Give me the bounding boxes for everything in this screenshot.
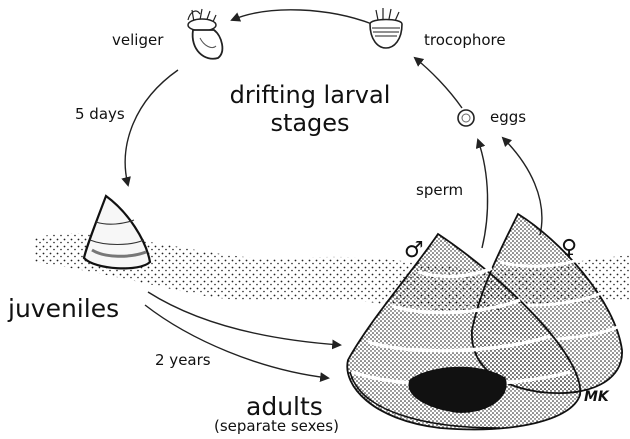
two-years-label: 2 years xyxy=(155,353,211,368)
trocophore-larva-illustration xyxy=(370,8,402,48)
eggs-label: eggs xyxy=(490,110,526,125)
title-line-2: stages xyxy=(215,110,405,138)
five-days-label: 5 days xyxy=(75,107,125,122)
arrow-trocophore-to-veliger xyxy=(232,10,372,24)
juvenile-snail-illustration xyxy=(84,196,150,268)
arrow-eggs-to-trocophore xyxy=(415,58,462,108)
egg-illustration xyxy=(458,110,474,126)
juveniles-label: juveniles xyxy=(8,296,119,321)
arrow-veliger-to-juvenile xyxy=(125,70,178,185)
veliger-larva-illustration xyxy=(188,9,222,59)
drifting-larval-stages-title: drifting larval stages xyxy=(215,82,405,137)
veliger-label: veliger xyxy=(112,33,163,48)
trocophore-label: trocophore xyxy=(424,33,506,48)
male-symbol: ♂ xyxy=(404,240,424,262)
female-symbol: ♀ xyxy=(561,238,577,260)
sperm-label: sperm xyxy=(416,183,463,198)
arrow-male-sperm xyxy=(478,140,488,248)
artist-signature: MK xyxy=(584,390,609,404)
title-line-1: drifting larval xyxy=(215,82,405,110)
separate-sexes-label: (separate sexes) xyxy=(214,419,339,434)
adults-label: adults xyxy=(246,394,323,419)
